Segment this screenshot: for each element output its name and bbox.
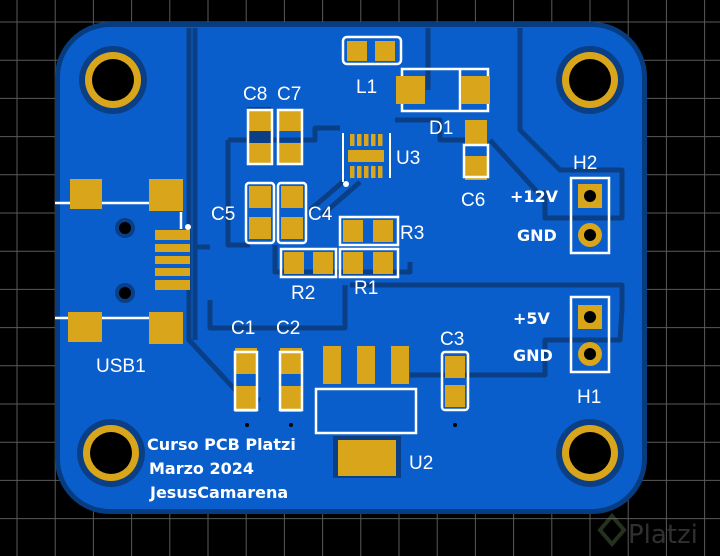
ic-u3: U3 [342, 133, 420, 187]
platzi-watermark: Platzi [597, 512, 698, 550]
ref-l1: L1 [356, 77, 377, 98]
ic-pin [371, 134, 376, 146]
ic-pin [357, 134, 362, 146]
usb-connector-usb1: USB1 [55, 179, 191, 377]
capacitor-c2: C2 [276, 318, 304, 427]
ref-c1: C1 [231, 318, 255, 339]
mounting-hole-bottom-right [556, 419, 624, 487]
ic-pin [350, 166, 355, 178]
ref-usb1: USB1 [96, 356, 146, 377]
ic-pin [364, 166, 369, 178]
regulator-u2: U2 [314, 346, 433, 478]
inductor-l1: L1 [341, 35, 403, 98]
mounting-hole-bottom-left [77, 419, 145, 487]
ref-c2: C2 [276, 318, 300, 339]
capacitor-c1: C1 [231, 318, 259, 427]
header-h1: H1 +5V GND [513, 295, 611, 408]
ref-u3: U3 [396, 148, 420, 169]
capacitor-c3: C3 [440, 329, 470, 427]
resistor-r2: R2 [279, 247, 338, 304]
header-h2: H2 +12V GND [510, 153, 611, 255]
ref-c4: C4 [308, 204, 333, 225]
label-h1-pin2: GND [513, 346, 553, 365]
ref-c3: C3 [440, 329, 464, 350]
label-h1-pin1: +5V [513, 309, 551, 328]
ic-pin [371, 166, 376, 178]
watermark-text: Platzi [628, 520, 698, 550]
note-date: Marzo 2024 [149, 459, 254, 478]
ic-pin [378, 134, 383, 146]
ic-pin [350, 134, 355, 146]
resistor-r3: R3 [338, 215, 424, 247]
capacitor-c7: C7 [276, 84, 304, 166]
capacitor-c5: C5 [211, 181, 276, 245]
mounting-hole-top-left [79, 46, 147, 114]
ref-c8: C8 [243, 84, 267, 105]
capacitor-c6: C6 [461, 120, 490, 211]
label-h2-pin2: GND [517, 226, 557, 245]
silkscreen-notes: Curso PCB Platzi Marzo 2024 JesusCamaren… [147, 435, 296, 502]
ref-u2: U2 [409, 453, 433, 474]
label-h2-pin1: +12V [510, 187, 559, 206]
ref-c5: C5 [211, 204, 235, 225]
ref-d1: D1 [429, 118, 453, 139]
ref-h2: H2 [573, 153, 597, 174]
ref-r1: R1 [354, 278, 378, 299]
capacitor-c4: C4 [276, 181, 333, 245]
ic-pin [364, 134, 369, 146]
diode-d1: D1 [396, 67, 490, 139]
platzi-logo-icon [597, 512, 627, 548]
ic-pin [378, 166, 383, 178]
ic-pin [357, 166, 362, 178]
note-course: Curso PCB Platzi [147, 435, 296, 454]
ref-r3: R3 [400, 223, 424, 244]
mounting-hole-top-right [556, 46, 624, 114]
capacitor-c8: C8 [243, 84, 274, 166]
resistor-r1: R1 [338, 247, 400, 299]
note-author: JesusCamarena [149, 483, 288, 502]
ref-c7: C7 [277, 84, 301, 105]
ref-r2: R2 [291, 283, 315, 304]
ref-c6: C6 [461, 190, 485, 211]
ref-h1: H1 [577, 387, 601, 408]
